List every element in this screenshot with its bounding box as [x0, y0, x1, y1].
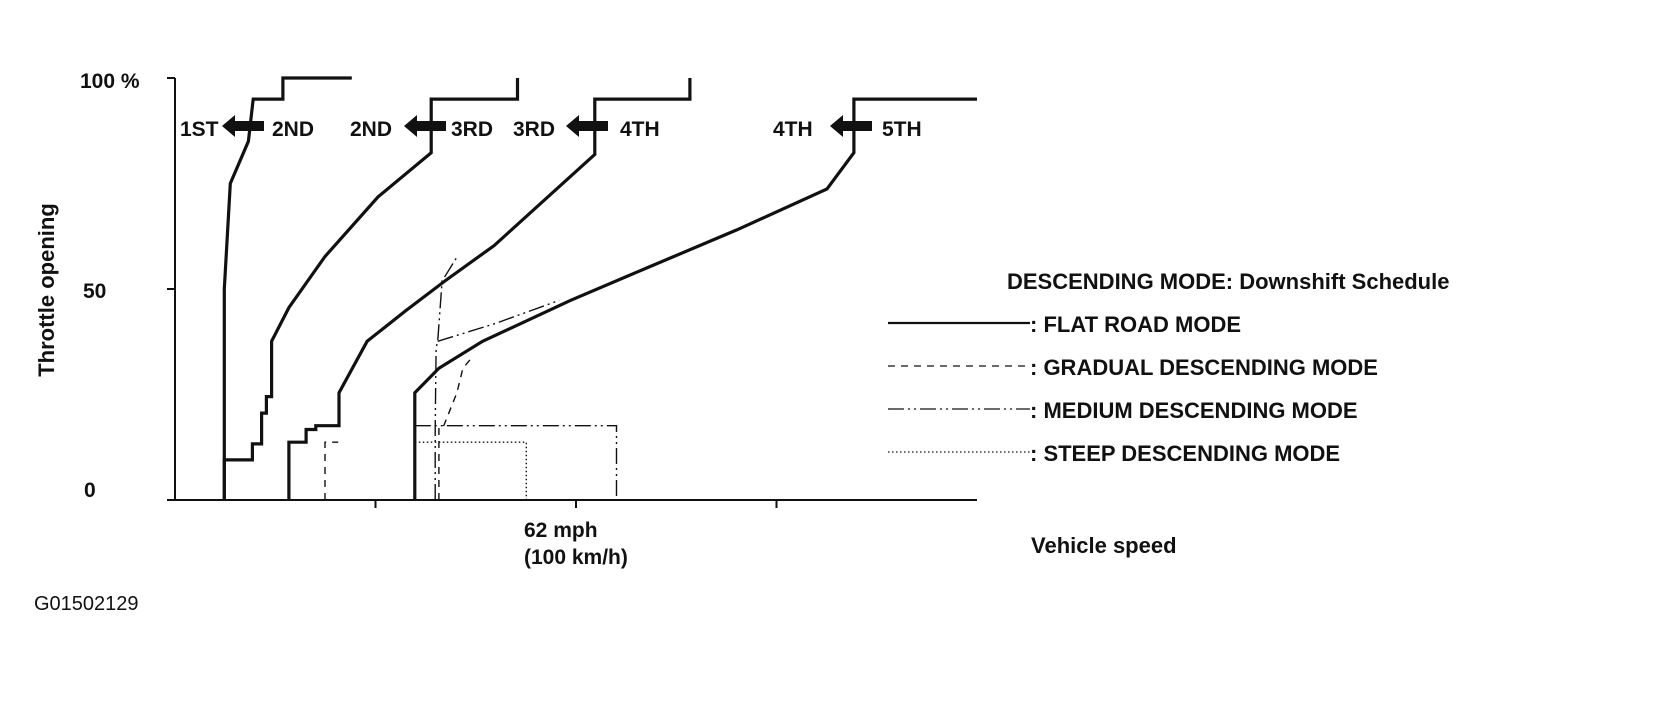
x-tick-label-line2: (100 km/h) — [524, 546, 628, 569]
series-line-solid-2 — [287, 78, 692, 500]
figure-code: G01502129 — [34, 593, 139, 615]
y-tick-label-50: 50 — [83, 280, 106, 303]
legend-label-steep: : STEEP DESCENDING MODE — [1030, 441, 1340, 466]
series-line-solid-0 — [222, 76, 352, 500]
y-tick-label-0: 0 — [84, 479, 96, 502]
legend-title: DESCENDING MODE: Downshift Schedule — [1007, 269, 1449, 294]
legend-label-flat-road: : FLAT ROAD MODE — [1030, 312, 1241, 337]
y-tick-label-100: 100 % — [80, 70, 140, 93]
series-line-dashdot-8 — [414, 425, 618, 500]
shift-label-from-4: 4TH — [773, 118, 813, 141]
shift-label-to-2: 3RD — [451, 118, 493, 141]
shift-label-to-3: 4TH — [620, 118, 660, 141]
legend-label-gradual: : GRADUAL DESCENDING MODE — [1030, 355, 1378, 380]
series-line-dashed-4 — [324, 441, 339, 500]
y-axis-label: Throttle opening — [34, 203, 59, 377]
shift-label-from-1: 1ST — [180, 118, 219, 141]
series-line-dashed-5 — [438, 356, 474, 500]
shift-arrow-4 — [830, 115, 872, 137]
axes — [167, 77, 977, 508]
legend: DESCENDING MODE: Downshift Schedule : FL… — [888, 269, 1449, 466]
shift-label-to-4: 5TH — [882, 118, 922, 141]
x-axis-label: Vehicle speed — [1031, 533, 1177, 558]
series-layer — [222, 76, 977, 500]
series-line-dashdot-7 — [437, 299, 560, 342]
legend-label-medium: : MEDIUM DESCENDING MODE — [1030, 398, 1358, 423]
shift-label-from-3: 3RD — [513, 118, 555, 141]
shift-arrow-3 — [566, 115, 608, 137]
series-line-dotted-9 — [414, 441, 527, 500]
shift-arrow-1 — [222, 115, 264, 137]
shift-label-from-2: 2ND — [350, 118, 392, 141]
series-line-solid-1 — [222, 78, 520, 500]
x-tick-label-line1: 62 mph — [524, 519, 598, 542]
shift-arrow-2 — [404, 115, 446, 137]
shift-arrows — [222, 115, 872, 137]
series-line-solid-3 — [413, 97, 977, 500]
series-line-dashdot-6 — [434, 256, 458, 500]
shift-label-to-1: 2ND — [272, 118, 314, 141]
